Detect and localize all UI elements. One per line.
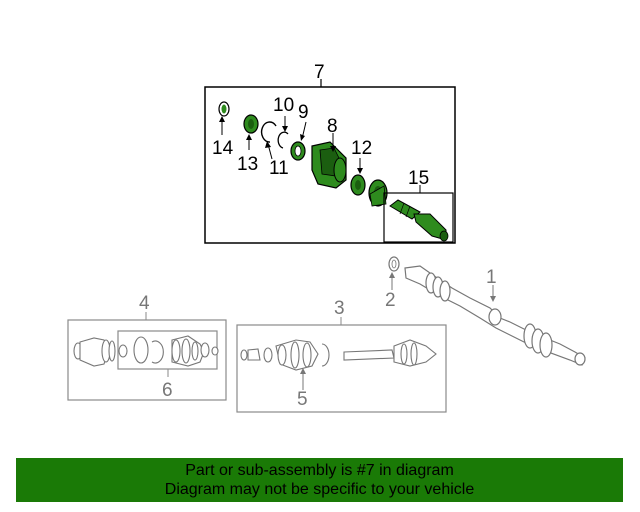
part-9-ring[interactable] xyxy=(290,141,306,161)
part-4-boot-kit[interactable] xyxy=(73,335,219,367)
part-2-clip[interactable] xyxy=(388,256,400,272)
callout-11: 11 xyxy=(269,158,289,179)
part-11-snap-ring[interactable] xyxy=(260,121,277,143)
callout-13: 13 xyxy=(237,154,258,175)
callout-5: 5 xyxy=(297,389,308,410)
exploded-parts-diagram: 7 14 13 11 10 9 8 xyxy=(67,62,586,413)
callout-6: 6 xyxy=(162,380,173,401)
callout-8: 8 xyxy=(327,116,338,137)
part-14-clip[interactable] xyxy=(218,101,230,117)
callout-3: 3 xyxy=(334,298,345,319)
callout-2: 2 xyxy=(385,290,396,311)
part-1-axle-shaft[interactable] xyxy=(404,265,586,366)
part-3-boot-kit[interactable] xyxy=(240,339,437,371)
part-3-box xyxy=(236,324,447,413)
callout-4: 4 xyxy=(139,293,150,314)
part-10-clip[interactable] xyxy=(277,131,289,149)
callout-7: 7 xyxy=(314,62,325,83)
part-12-ring[interactable] xyxy=(350,174,366,196)
part-13-seal[interactable] xyxy=(243,114,259,134)
banner-line-2: Diagram may not be specific to your vehi… xyxy=(164,481,475,498)
part-15-box xyxy=(383,192,454,243)
callout-1: 1 xyxy=(486,267,497,288)
callout-10: 10 xyxy=(273,95,294,116)
callout-15: 15 xyxy=(408,168,429,189)
part-15-shaft[interactable] xyxy=(389,199,449,242)
banner-line-1: Part or sub-assembly is #7 in diagram xyxy=(185,462,454,479)
callout-12: 12 xyxy=(351,138,372,159)
callout-9: 9 xyxy=(298,102,309,123)
part-bearing-assembly[interactable] xyxy=(368,179,388,207)
info-banner: Part or sub-assembly is #7 in diagram Di… xyxy=(16,458,623,502)
part-4-box xyxy=(67,319,227,401)
callout-14: 14 xyxy=(212,138,234,159)
